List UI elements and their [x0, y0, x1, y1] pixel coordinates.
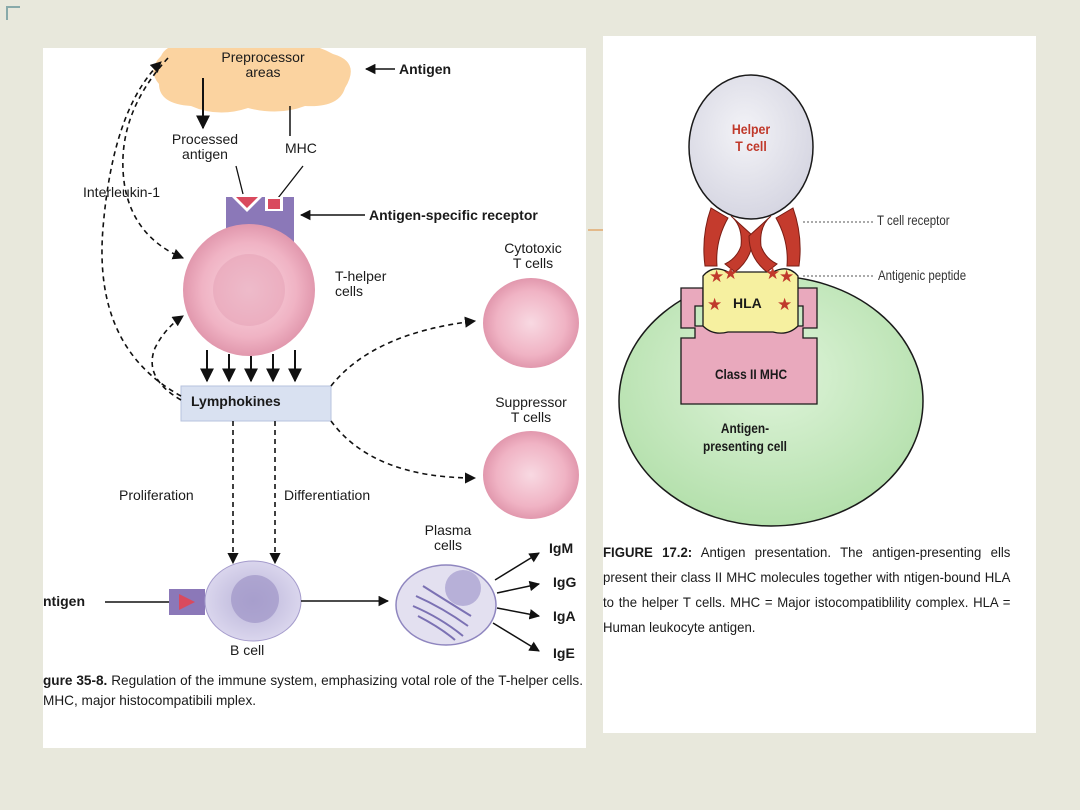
- antigen-receptor-label: Antigen-specific receptor: [369, 207, 538, 223]
- immune-regulation-figure: Preprocessor areas Antigen Processed ant…: [43, 48, 586, 748]
- processed-antigen-label: Processed antigen: [171, 131, 239, 162]
- t-cell-receptor-label: T cell receptor: [877, 212, 950, 228]
- left-figure-caption: gure 35-8. Regulation of the immune syst…: [43, 671, 583, 711]
- proliferation-label: Proliferation: [119, 487, 194, 503]
- peptide-star: ★: [709, 267, 724, 286]
- svg-text:★: ★: [707, 295, 722, 314]
- ige-label: IgE: [553, 645, 575, 661]
- antigen-top-label: Antigen: [399, 61, 452, 77]
- suppressor-label: Suppressor T cells: [495, 394, 567, 425]
- iga-label: IgA: [553, 608, 576, 624]
- mhc-label: MHC: [285, 140, 317, 156]
- igm-label: IgM: [549, 540, 574, 556]
- b-cell-label: B cell: [230, 642, 265, 658]
- preprocessor-label: Preprocessor areas: [221, 49, 305, 80]
- igg-label: IgG: [553, 574, 577, 590]
- antigenic-peptide-label: Antigenic peptide: [878, 267, 967, 283]
- hla-label: HLA: [733, 295, 762, 311]
- svg-text:★: ★: [723, 264, 738, 283]
- svg-text:★: ★: [777, 295, 792, 314]
- hla-block: [702, 268, 799, 334]
- immune-regulation-diagram: [101, 48, 579, 652]
- cytotoxic-label: Cytotoxic T cells: [504, 240, 562, 271]
- lymphokines-label: Lymphokines: [191, 393, 281, 409]
- lymphokines-box: [180, 385, 332, 422]
- svg-text:★: ★: [765, 264, 780, 283]
- plasma-cells-label: Plasma cells: [424, 522, 472, 553]
- helper-t-cell-label: Helper T cell: [731, 121, 771, 154]
- antigen-bottom-label: ntigen: [43, 593, 85, 609]
- left-caption-number: gure 35-8.: [43, 673, 108, 688]
- interleukin-label: Interleukin-1: [83, 184, 161, 200]
- cytotoxic-t-cell: [483, 278, 579, 368]
- left-caption-text: Regulation of the immune system, emphasi…: [43, 673, 583, 708]
- apc-label: Antigen- presenting cell: [703, 420, 787, 454]
- antigen-presentation-figure: ★ ★ ★ ★ ★ ★ Helper T cell T cell recepto…: [603, 36, 1036, 733]
- class-ii-mhc: [680, 287, 818, 405]
- helper-t-cell: [688, 74, 814, 220]
- differentiation-label: Differentiation: [284, 487, 371, 503]
- svg-text:★: ★: [779, 267, 794, 286]
- class-ii-mhc-label: Class II MHC: [714, 366, 788, 382]
- t-cell-receptor: [703, 207, 801, 267]
- suppressor-t-cell: [483, 431, 579, 519]
- antigen-presentation-diagram: ★ ★ ★ ★ ★ ★: [618, 74, 924, 527]
- right-caption-text: Antigen presentation. The antigen-presen…: [603, 545, 1011, 635]
- slide-corner-mark: [6, 6, 20, 20]
- right-caption-number: FIGURE 17.2:: [603, 545, 693, 560]
- t-helper-label: T-helper cells: [335, 268, 387, 299]
- right-figure-caption: FIGURE 17.2: Antigen presentation. The a…: [603, 540, 1010, 640]
